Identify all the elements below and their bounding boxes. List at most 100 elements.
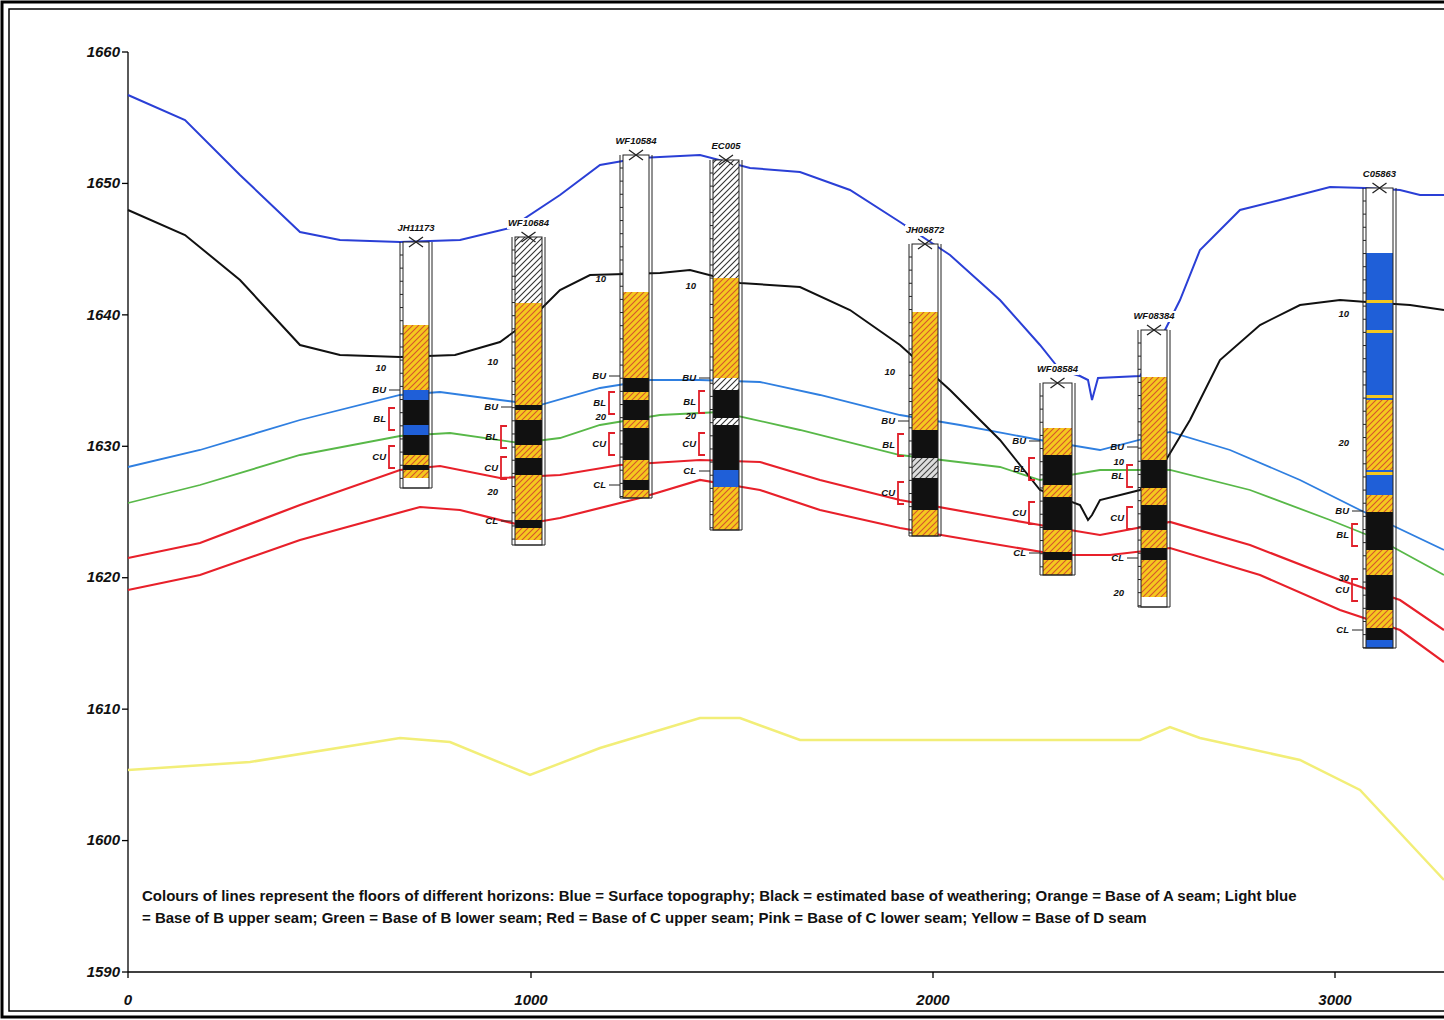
lithology-unit <box>912 430 938 458</box>
lithology-unit <box>1366 512 1393 550</box>
depth-horizon-label: CL <box>485 516 498 526</box>
seam-bracket <box>609 392 615 414</box>
collar-mark <box>1051 378 1065 388</box>
collar-mark <box>409 237 423 247</box>
depth-horizon-label: 10 <box>375 363 386 373</box>
depth-horizon-label: BL <box>1336 530 1349 540</box>
lithology-unit <box>403 465 429 470</box>
lithology-unit <box>713 470 739 487</box>
axis-tick-label: 1600 <box>87 832 120 849</box>
depth-horizon-label: 30 <box>1338 573 1349 583</box>
lithology-unit <box>713 278 739 378</box>
borehole-name: WF08384 <box>1132 311 1175 322</box>
lithology-unit <box>1141 548 1167 560</box>
collar-mark <box>1373 183 1387 193</box>
lithology-unit <box>515 410 542 420</box>
lithology-unit <box>1043 530 1072 552</box>
collar-mark <box>918 239 932 249</box>
lithology-unit <box>515 237 542 303</box>
lithology-unit <box>623 460 649 480</box>
depth-horizon-label: BL <box>1013 464 1026 474</box>
depth-horizon-label: BL <box>1111 471 1124 481</box>
horizon-pointer <box>1029 441 1040 442</box>
horizon-pointer <box>1029 553 1040 554</box>
legend-note: Colours of lines represent the floors of… <box>142 885 1307 929</box>
borehole-logs <box>389 150 1396 648</box>
depth-horizon-label: BU <box>592 371 606 381</box>
lithology-unit <box>1366 610 1393 628</box>
seam-bracket <box>898 434 904 456</box>
borehole-name: C05863 <box>1362 169 1397 180</box>
borehole-column <box>699 155 742 530</box>
borehole-name: WF10584 <box>614 136 657 147</box>
lithology-unit <box>1366 628 1393 640</box>
horizon-pointer <box>609 376 620 377</box>
lithology-unit <box>403 400 429 425</box>
depth-horizon-label: 10 <box>1113 457 1124 467</box>
axis-tick-label: 1620 <box>87 569 120 586</box>
depth-horizon-label: 20 <box>1113 588 1124 598</box>
depth-horizon-label: CL <box>1013 548 1026 558</box>
seam-bracket <box>1352 579 1358 601</box>
depth-horizon-label: BL <box>593 398 606 408</box>
lithology-unit <box>1366 188 1393 253</box>
borehole: WF08584 <box>1036 364 1079 375</box>
seam-bracket <box>389 408 395 430</box>
seam-bracket <box>609 433 615 455</box>
lithology-unit <box>912 510 938 536</box>
depth-horizon-label: CU <box>1335 585 1349 595</box>
lithology-unit <box>1043 428 1072 455</box>
depth-horizon-label: 20 <box>1338 438 1349 448</box>
seam-bracket <box>389 446 395 468</box>
horizon-pointer <box>699 378 710 379</box>
borehole: WF08384 <box>1132 311 1175 322</box>
depth-horizon-label: CU <box>682 439 696 449</box>
axis-tick-label: 3000 <box>1318 992 1351 1009</box>
horizon-pointer <box>699 471 710 472</box>
base-b-lower <box>128 412 1444 575</box>
depth-horizon-label: CL <box>683 466 696 476</box>
depth-horizon-label: CL <box>1111 553 1124 563</box>
horizon-pointer <box>1352 511 1363 512</box>
lithology-unit <box>713 390 739 418</box>
axis-tick-label: 1630 <box>87 438 120 455</box>
lithology-unit <box>515 475 542 520</box>
seam-bracket <box>1029 458 1035 480</box>
borehole-name: JH06872 <box>905 225 946 236</box>
lithology-unit <box>403 425 429 435</box>
lithology-unit <box>1366 640 1393 648</box>
depth-horizon-label: 10 <box>884 367 895 377</box>
collar-mark <box>629 150 643 160</box>
depth-horizon-label: CL <box>1336 625 1349 635</box>
lithology-unit <box>403 435 429 455</box>
borehole: JH06872 <box>905 225 946 236</box>
borehole-column <box>1127 325 1170 607</box>
lithology-unit <box>1043 485 1072 497</box>
seam-bracket <box>501 457 507 479</box>
depth-horizon-label: BU <box>682 373 696 383</box>
lithology-unit <box>515 303 542 405</box>
lithology-unit <box>713 160 739 278</box>
lithology-unit <box>515 458 542 475</box>
lithology-unit <box>623 480 649 490</box>
lithology-unit <box>1141 530 1167 548</box>
borehole-name: WF08584 <box>1036 364 1079 375</box>
lithology-unit <box>1141 597 1167 607</box>
seam-bracket <box>1352 524 1358 546</box>
seam-bracket <box>1127 465 1133 487</box>
lithology-unit <box>515 405 542 410</box>
lithology-unit <box>1141 560 1167 597</box>
lithology-unit <box>713 460 739 470</box>
depth-horizon-label: CU <box>592 439 606 449</box>
depth-horizon-label: BU <box>1110 442 1124 452</box>
lithology-unit <box>623 420 649 428</box>
lithology-unit <box>1366 470 1393 495</box>
surface-topography <box>128 95 1444 400</box>
lithology-unit <box>1141 505 1167 530</box>
axis-tick-label: 1610 <box>87 701 120 718</box>
base-b-upper <box>128 380 1444 550</box>
lithology-unit <box>1366 253 1393 400</box>
lithology-unit <box>403 470 429 478</box>
seam-bracket <box>1029 502 1035 524</box>
